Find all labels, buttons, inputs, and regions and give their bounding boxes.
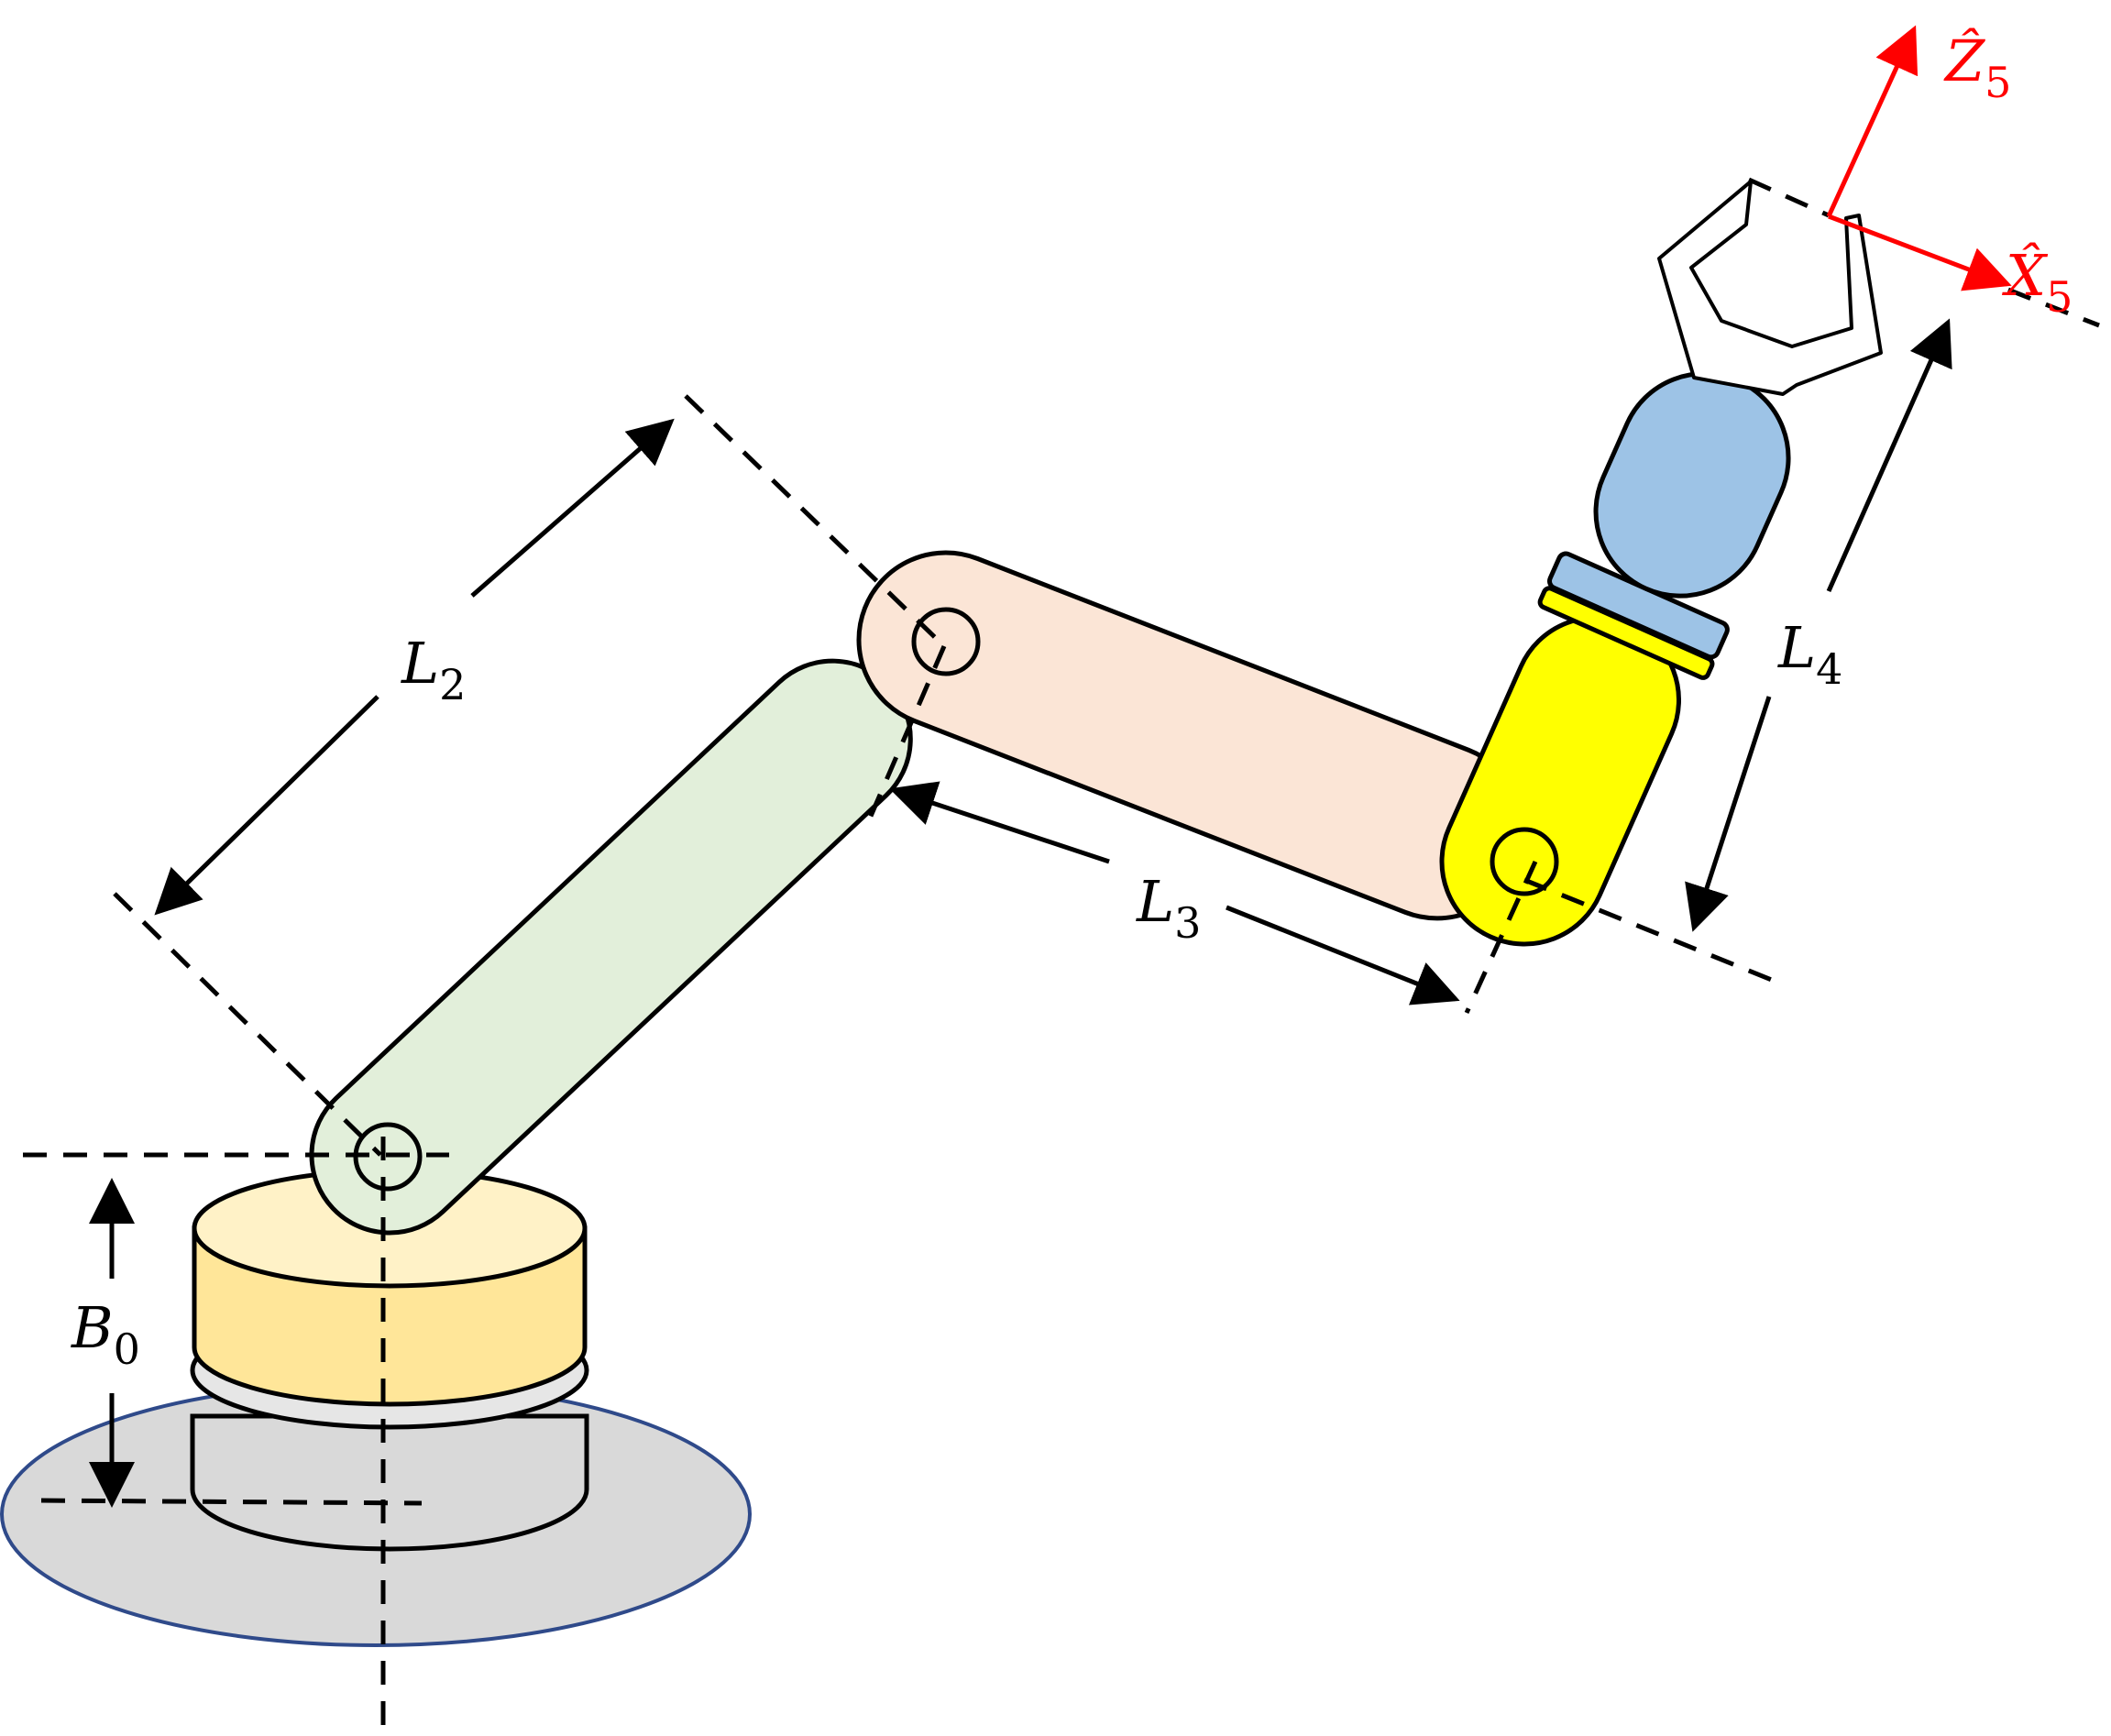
label-x5: X̂5 [2002,242,2073,322]
label-b0: B0 [71,1294,140,1374]
joint-2-circle [911,607,981,676]
l4-arrow-lower [1685,696,1772,932]
x5-axis [1828,214,2012,291]
link-2 [309,658,913,1236]
gripper [1657,180,1883,396]
label-z5: Ẑ5 [1943,27,2011,107]
joint-3-circle [1490,827,1559,896]
l3-arrow-right [1226,905,1460,1005]
label-l3: L3 [1136,868,1201,948]
z5-axis [1826,25,1919,218]
l2-arrow-lower [154,695,379,916]
wrist-assembly [1537,371,1791,680]
label-l2: L2 [401,630,466,709]
l3-arrow-left [889,781,1110,864]
l4-arrow-upper [1826,318,1952,593]
frame-5-axes [1826,25,2012,291]
label-l4: L4 [1777,614,1842,694]
l2-arrow-upper [470,418,675,598]
dimension-arrows [89,318,1952,1508]
